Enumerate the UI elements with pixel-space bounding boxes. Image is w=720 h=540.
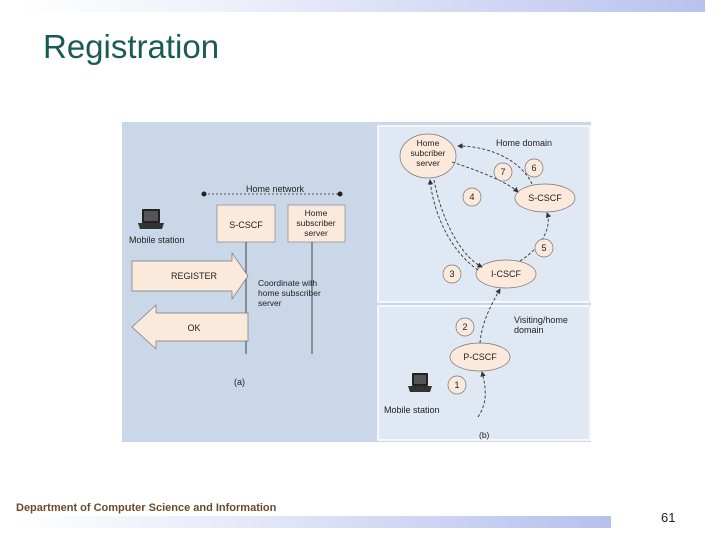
mobile-station-label-b: Mobile station [384, 405, 440, 415]
hss-node-b [399, 133, 457, 179]
register-label: REGISTER [171, 271, 218, 281]
hss-label-a-line3: server [304, 228, 328, 238]
registration-figure: Home network S-CSCF Home subscriber serv… [122, 122, 591, 442]
bottom-decorative-bar [16, 516, 611, 528]
hss-label-b-line2: subcriber [411, 148, 446, 158]
ok-label: OK [187, 323, 200, 333]
s-cscf-node-b [514, 183, 576, 213]
hss-label-a-line2: subscriber [296, 218, 335, 228]
step-circle-2: 2 [455, 317, 475, 337]
arrow-step-6 [457, 143, 533, 185]
step-label-6: 6 [531, 163, 536, 173]
ok-arrow [131, 304, 249, 350]
coordinate-label-line2: home subscriber [258, 288, 321, 298]
i-cscf-node [475, 259, 537, 289]
step-label-7: 7 [500, 167, 505, 177]
step-label-3: 3 [449, 269, 454, 279]
step-circle-4: 4 [462, 187, 482, 207]
registration-diagram: Home network S-CSCF Home subscriber serv… [129, 125, 591, 441]
step-circle-1: 1 [447, 375, 467, 395]
arrow-step-3 [427, 179, 479, 271]
step-label-2: 2 [462, 322, 467, 332]
p-cscf-label: P-CSCF [463, 352, 497, 362]
step-label-5: 5 [541, 243, 546, 253]
arrow-step-7 [451, 161, 519, 193]
coordinate-label-line1: Coordinate with [258, 278, 317, 288]
hss-box-a [287, 204, 346, 243]
step-circle-5: 5 [534, 238, 554, 258]
home-domain-label: Home domain [496, 138, 552, 148]
s-cscf-label-b: S-CSCF [528, 193, 562, 203]
slide-title: Registration [43, 28, 220, 65]
mobile-station-label-a: Mobile station [129, 235, 185, 245]
network-dot-right [337, 191, 343, 197]
hss-label-a-line1: Home [305, 208, 328, 218]
hss-label-b-line3: server [416, 158, 440, 168]
visiting-label-line1: Visiting/home [514, 315, 568, 325]
step-label-4: 4 [469, 192, 474, 202]
page-number: 61 [661, 510, 676, 525]
step-circle-3: 3 [442, 264, 462, 284]
arrow-step-1 [477, 371, 486, 418]
visiting-domain-panel [377, 305, 591, 441]
visiting-label-line2: domain [514, 325, 544, 335]
arrow-step-5 [519, 212, 552, 262]
top-decorative-bar [18, 0, 705, 12]
laptop-icon-b [408, 373, 432, 392]
caption-b: (b) [479, 430, 490, 440]
network-dot-left [201, 191, 207, 197]
flow-arrows [427, 143, 552, 418]
caption-a: (a) [234, 377, 245, 387]
step-circle-6: 6 [524, 158, 544, 178]
coordinate-label-line3: server [258, 298, 282, 308]
i-cscf-label: I-CSCF [491, 269, 521, 279]
laptop-icon-a [138, 209, 164, 229]
s-cscf-label-a: S-CSCF [229, 220, 263, 230]
register-arrow [131, 251, 249, 301]
hss-label-b-line1: Home [417, 138, 440, 148]
step-label-1: 1 [454, 380, 459, 390]
step-circle-7: 7 [493, 162, 513, 182]
home-network-label: Home network [246, 184, 305, 194]
